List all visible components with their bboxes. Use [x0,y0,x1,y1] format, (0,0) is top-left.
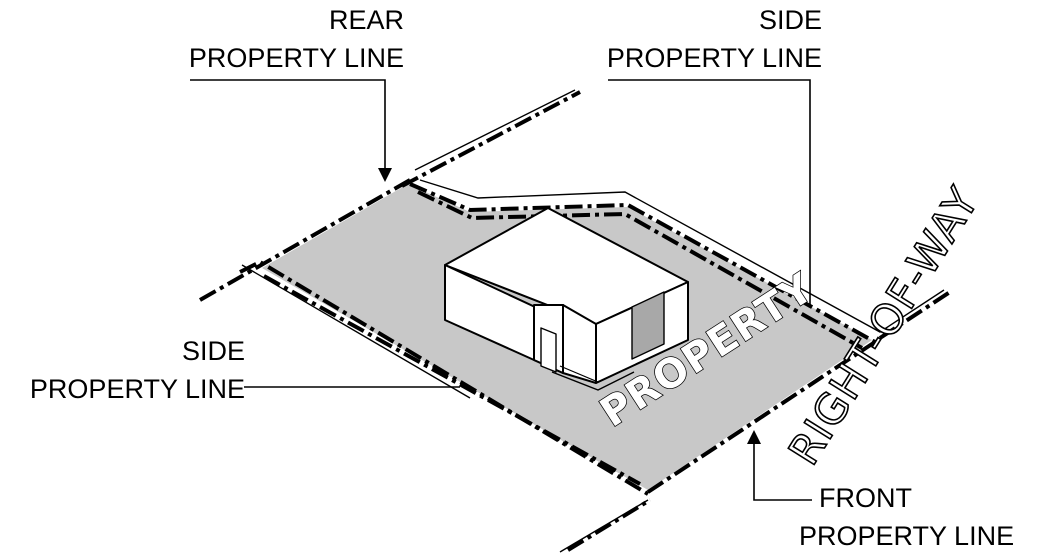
walkway-outline [559,365,629,383]
side-property-line-label-left: SIDE PROPERTY LINE [30,332,245,408]
rear-label-line-2: PROPERTY LINE [188,43,404,73]
rear-property-line-upper [401,90,581,188]
adjacent-parcel-outline [419,179,945,333]
side-left-label-line-2: PROPERTY LINE [29,374,245,404]
side-property-line-left-inner [263,274,641,486]
garage-door [631,291,665,360]
rear-leader [190,79,386,170]
property-lines [199,90,952,552]
front-leader-arrowhead [747,430,761,444]
rear-property-line-label: REAR PROPERTY LINE [189,1,404,77]
front-property-line [646,340,877,494]
rear-label-line-1: REAR [328,5,404,35]
side-top-label-line-2: PROPERTY LINE [606,43,822,73]
side-top-label-line-1: SIDE [758,5,822,35]
rear-leader-arrowhead [378,168,392,182]
leader-lines [190,79,812,501]
building-door [540,327,557,373]
right-of-way-line [878,290,952,340]
front-property-line-lower [566,498,652,552]
front-leader [753,440,812,501]
front-label-line-2: PROPERTY LINE [799,521,1015,551]
rear-property-line [199,178,411,302]
front-property-line-label: FRONT PROPERTY LINE [799,479,1014,555]
building [444,207,689,384]
side-property-line-label-top: SIDE PROPERTY LINE [607,1,822,77]
walkway-outline [551,371,635,391]
adjacent-parcel-outline [414,89,576,171]
front-label-line-1: FRONT [819,483,912,513]
side-top-leader [608,79,811,305]
side-left-label-line-1: SIDE [181,336,245,366]
adjacent-parcel-outline [241,264,471,399]
